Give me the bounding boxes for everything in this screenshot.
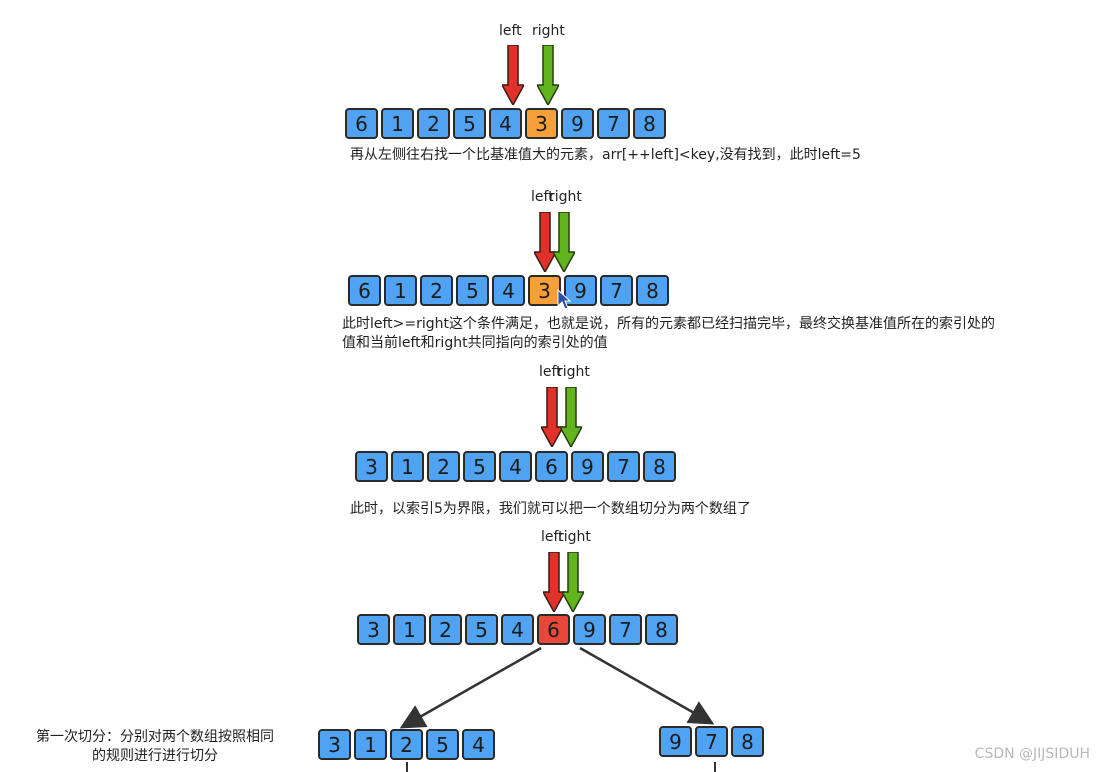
array-cell: 8 [643,451,676,482]
array-cell: 3 [357,614,390,645]
array-cell: 8 [636,275,669,306]
array-cell: 5 [456,275,489,306]
array-cell: 6 [537,614,570,645]
array-cell: 3 [525,108,558,139]
caption-line: 此时，以索引5为界限，我们就可以把一个数组切分为两个数组了 [350,501,751,517]
caption-line: 再从左侧往右找一个比基准值大的元素，arr[++left]<key,没有找到，此… [350,147,861,163]
mouse-cursor-icon [557,289,571,310]
array-cell: 2 [429,614,462,645]
array-cell: 4 [489,108,522,139]
array-cell: 6 [345,108,378,139]
array-cell: 9 [571,451,604,482]
array-cell: 4 [492,275,525,306]
watermark: CSDN @JIJSIDUH [974,746,1090,762]
right-arrow-icon [553,212,575,272]
array-cell: 6 [535,451,568,482]
array-cell: 1 [391,451,424,482]
array-cell: 5 [465,614,498,645]
left-arrow-icon [543,552,565,612]
array-cell: 1 [354,729,387,760]
caption-line: 第一次切分：分别对两个数组按照相同 [36,729,274,745]
array-cell: 9 [561,108,594,139]
left-pointer-label: left [531,189,554,205]
right-arrow-icon [562,552,584,612]
array-cell: 7 [597,108,630,139]
left-arrow-icon [534,212,556,272]
split-caption: 第一次切分：分别对两个数组按照相同 的规则进行进行切分 [20,728,290,766]
array-cell: 2 [420,275,453,306]
array-cell: 4 [499,451,532,482]
array-cell: 5 [463,451,496,482]
left-arrow-icon [502,45,524,105]
array-cell: 2 [417,108,450,139]
caption-line: 的规则进行进行切分 [92,748,218,764]
array-cell: 2 [427,451,460,482]
array-cell: 8 [645,614,678,645]
array-cell: 7 [695,726,728,757]
array-cell: 3 [528,275,561,306]
step-caption: 再从左侧往右找一个比基准值大的元素，arr[++left]<key,没有找到，此… [350,146,861,165]
right-pointer-label: right [558,529,591,545]
caption-line: 此时left>=right这个条件满足，也就是说，所有的元素都已经扫描完毕，最终… [342,316,996,332]
array-cell: 8 [731,726,764,757]
array-cell: 3 [355,451,388,482]
right-pointer-label: right [532,23,565,39]
left-pointer-label: left [499,23,522,39]
array-cell: 4 [462,729,495,760]
step-caption: 此时left>=right这个条件满足，也就是说，所有的元素都已经扫描完毕，最终… [342,315,995,353]
array-cell: 3 [318,729,351,760]
array-cell: 4 [501,614,534,645]
array-cell: 6 [348,275,381,306]
left-pointer-label: left [541,529,564,545]
array-cell: 2 [390,729,423,760]
array-cell: 9 [659,726,692,757]
right-split-arrow [579,646,715,725]
left-arrow-icon [541,387,563,447]
array-cell: 1 [393,614,426,645]
left-split-arrow [399,646,542,729]
left-pointer-label: left [539,364,562,380]
array-cell: 9 [573,614,606,645]
array-cell: 7 [600,275,633,306]
right-arrow-icon [560,387,582,447]
right-arrow-icon [537,45,559,105]
right-pointer-label: right [557,364,590,380]
array-cell: 1 [384,275,417,306]
caption-line: 值和当前left和right共同指向的索引处的值 [342,335,608,351]
array-cell: 7 [609,614,642,645]
array-cell: 5 [453,108,486,139]
step-caption: 此时，以索引5为界限，我们就可以把一个数组切分为两个数组了 [350,500,751,519]
array-cell: 8 [633,108,666,139]
array-cell: 9 [564,275,597,306]
array-cell: 5 [426,729,459,760]
array-cell: 1 [381,108,414,139]
right-pointer-label: right [549,189,582,205]
array-cell: 7 [607,451,640,482]
